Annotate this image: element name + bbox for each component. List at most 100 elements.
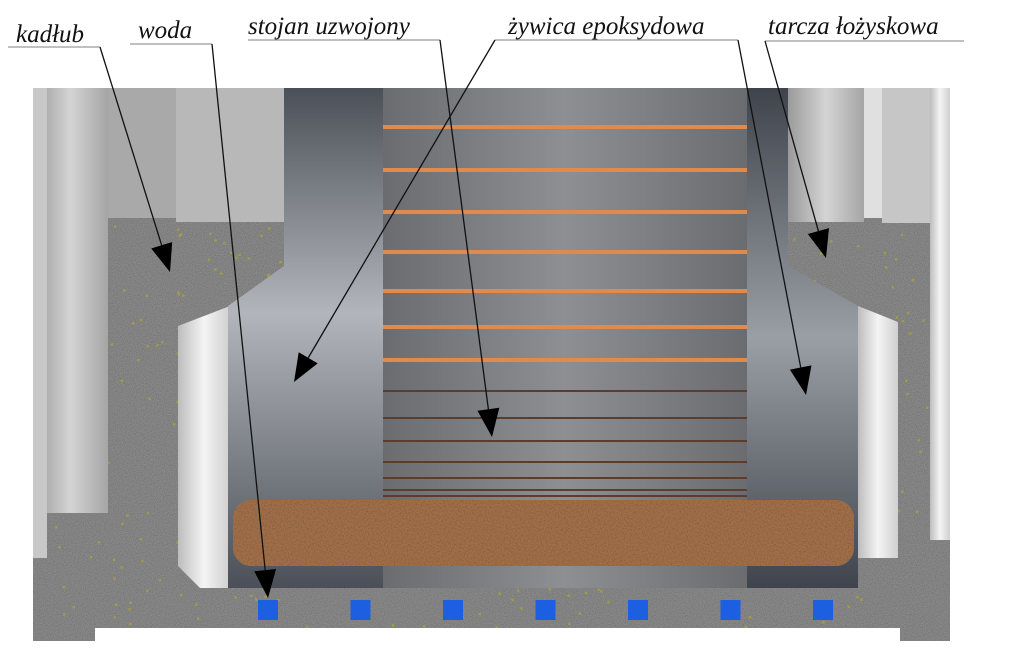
concrete-speck [891, 285, 894, 289]
concrete-speck [113, 577, 116, 580]
water-blocks [258, 600, 833, 620]
right-steel-block-3 [882, 88, 930, 223]
concrete-speck [919, 450, 922, 454]
copper-winding [383, 289, 747, 293]
label-stator: stojan uzwojony [248, 13, 411, 40]
concrete-speck [578, 612, 582, 615]
concrete-speck [900, 233, 904, 237]
lower-winding [383, 495, 747, 497]
arrow-bearing-shield [764, 40, 829, 258]
concrete-speck [857, 244, 860, 248]
concrete-speck [478, 612, 482, 616]
concrete-speck [925, 406, 929, 409]
concrete-speck [146, 344, 149, 348]
label-underlines [8, 39, 964, 48]
concrete-speck [567, 594, 571, 598]
concrete-speck [908, 332, 912, 335]
concrete-speck [247, 257, 251, 260]
label-epoxy: żywica epoksydowa [507, 13, 704, 40]
concrete-speck [110, 343, 113, 346]
label-hull: kadłub [16, 21, 84, 48]
concrete-speck [89, 555, 93, 559]
lower-winding [383, 390, 747, 392]
concrete-speck [901, 490, 904, 494]
concrete-speck [207, 258, 211, 262]
concrete-speck [195, 603, 198, 606]
concrete-speck [145, 294, 149, 297]
concrete-speck [238, 253, 241, 256]
arrow-epoxy-left [294, 39, 496, 382]
left-bearing-shield [178, 306, 230, 588]
arrow-water [211, 43, 277, 598]
concrete-speck [176, 541, 179, 544]
stator-right-end [747, 88, 858, 588]
concrete-speck [906, 311, 910, 315]
concrete-speck [511, 598, 514, 601]
concrete-speck [822, 621, 825, 624]
lower-winding [383, 489, 747, 491]
lower-winding [383, 440, 747, 442]
concrete-speck [139, 538, 143, 541]
concrete-speck [391, 624, 395, 627]
concrete-speck [137, 358, 140, 362]
concrete-speck [97, 541, 101, 544]
lower-winding [383, 461, 747, 463]
concrete-speck [600, 590, 603, 593]
concrete-speck [128, 622, 132, 626]
label-bearing-shield: tarcza łożyskowa [768, 13, 939, 40]
concrete-speck [176, 352, 180, 355]
concrete-speck [126, 514, 129, 517]
concrete-speck [177, 292, 181, 296]
concrete-speck [498, 592, 501, 595]
water-block [813, 600, 833, 620]
concrete-speck [520, 607, 523, 610]
concrete-speck [156, 344, 159, 347]
concrete-speck [260, 234, 263, 238]
right-steel-block-2 [864, 88, 882, 218]
concrete-speck [107, 461, 110, 464]
concrete-speck [904, 379, 908, 382]
concrete-speck [161, 341, 164, 344]
concrete-speck [234, 596, 237, 599]
concrete-speck [847, 605, 851, 608]
concrete-speck [182, 294, 185, 297]
arrow-hull [99, 46, 173, 272]
right-outer-steel-block [930, 88, 950, 540]
concrete-speck [897, 509, 901, 513]
concrete-speck [922, 319, 925, 322]
stator-windings [383, 125, 747, 497]
concrete-speck [250, 594, 253, 597]
lower-winding [383, 477, 747, 479]
concrete-speck [516, 589, 520, 593]
label-water: woda [138, 17, 192, 44]
concrete-speck [813, 279, 816, 283]
concrete-speck [254, 598, 258, 601]
copper-winding [383, 358, 747, 362]
concrete-speck [63, 613, 66, 616]
concrete-speck [113, 225, 117, 228]
concrete-speck [911, 278, 915, 282]
concrete-speck [173, 423, 176, 426]
concrete-speck [860, 598, 863, 601]
leader-arrows [99, 39, 829, 598]
concrete-speck [209, 232, 212, 236]
copper-winding [383, 125, 747, 129]
concrete-speck [146, 589, 149, 593]
concrete-speck [267, 273, 270, 277]
concrete-speck [121, 522, 124, 526]
copper-winding [383, 168, 747, 172]
concrete-speck [114, 603, 118, 607]
arrow-stator [439, 39, 500, 437]
left-steel-block-lower [176, 88, 284, 222]
concrete-speck [895, 316, 899, 319]
concrete-speck [820, 252, 823, 255]
concrete-speck [120, 566, 123, 569]
concrete-speck [129, 601, 132, 605]
concrete-speck [856, 595, 859, 599]
concrete-speck [123, 289, 126, 292]
concrete-speck [264, 595, 267, 598]
concrete-speck [223, 242, 226, 245]
copper-winding [383, 325, 747, 329]
concrete-speck [112, 558, 116, 562]
